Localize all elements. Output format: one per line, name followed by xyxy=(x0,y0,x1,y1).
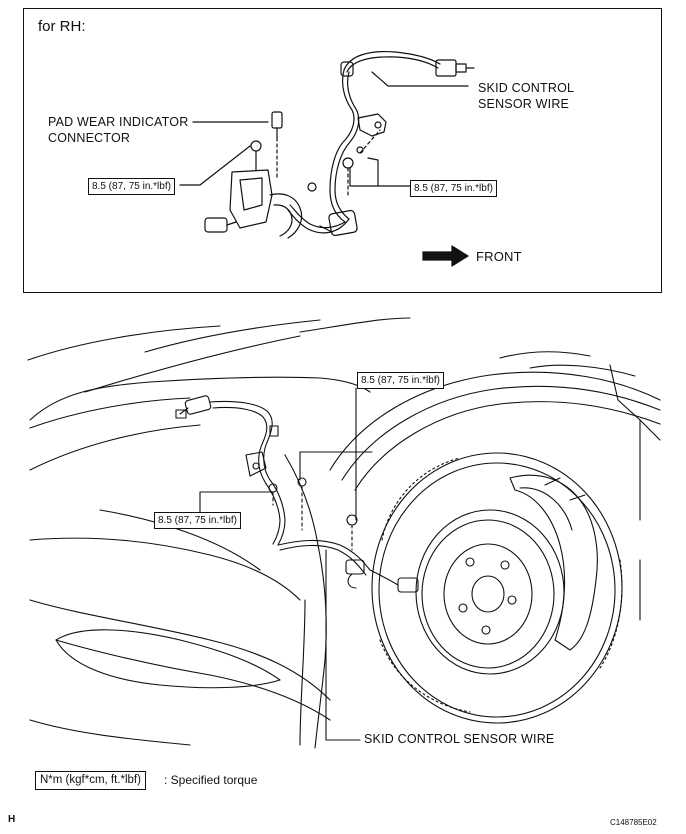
figure-code: C148785E02 xyxy=(610,818,657,827)
front-arrow-icon xyxy=(422,245,469,267)
pad-wear-label-line2: CONNECTOR xyxy=(48,131,131,145)
body-panel-lines xyxy=(27,317,411,749)
main-torque-upper-box: 8.5 (87, 75 in.*lbf) xyxy=(357,372,444,389)
inset-torque-right-box: 8.5 (87, 75 in.*lbf) xyxy=(410,180,497,197)
main-torque-lower-box: 8.5 (87, 75 in.*lbf) xyxy=(154,512,241,529)
front-label: FRONT xyxy=(476,249,522,264)
inset-leader-lines xyxy=(179,71,469,187)
inset-sensor-harness xyxy=(287,50,475,237)
brake-rotor xyxy=(371,452,623,724)
inset-torque-left-box: 8.5 (87, 75 in.*lbf) xyxy=(88,178,175,195)
main-sensor-harness xyxy=(175,395,419,593)
main-leader-lines xyxy=(199,387,373,741)
headlamp-outline xyxy=(55,629,281,689)
inset-title: for RH: xyxy=(38,18,86,35)
inset-guide-dashes xyxy=(276,129,381,196)
corner-letter: H xyxy=(8,814,16,825)
inset-sensor-wire-label-line1: SKID CONTROL xyxy=(478,81,575,95)
inset-sensor-wire-label-line2: SENSOR WIRE xyxy=(478,97,570,111)
legend-description: : Specified torque xyxy=(164,773,258,787)
brake-caliper xyxy=(509,474,598,651)
main-sensor-wire-label: SKID CONTROL SENSOR WIRE xyxy=(364,732,555,746)
main-guide-dashes xyxy=(272,486,353,551)
wheel-arch xyxy=(329,351,661,621)
inset-panel xyxy=(23,8,662,293)
legend-torque-box: N*m (kgf*cm, ft.*lbf) xyxy=(35,771,146,790)
pad-wear-label-line1: PAD WEAR INDICATOR xyxy=(48,115,189,129)
